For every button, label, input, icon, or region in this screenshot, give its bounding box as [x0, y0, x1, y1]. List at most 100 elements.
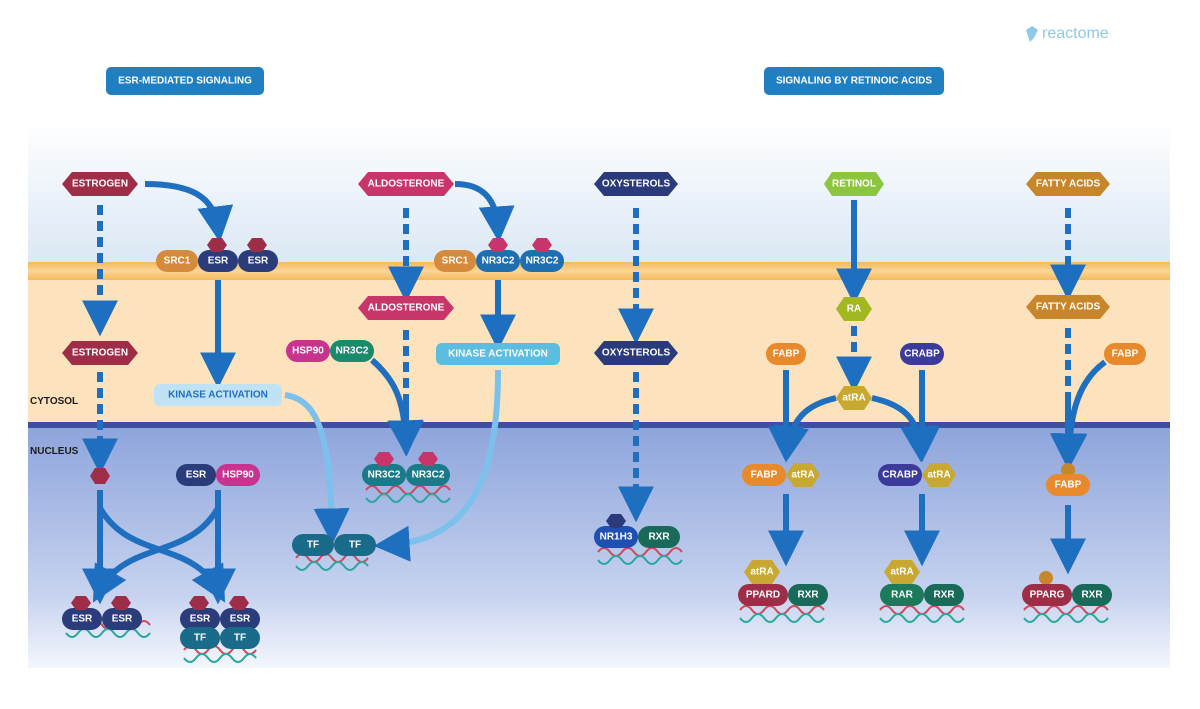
oxysterols-extracellular[interactable]: OXYSTEROLS [594, 172, 678, 196]
estrogen-nucleus-hex[interactable] [90, 468, 110, 484]
estrogen-cytosol-label: ESTROGEN [72, 348, 128, 359]
dna-pparg-b [1023, 613, 1109, 623]
nr1h3-rxr-dna[interactable]: NR1H3 RXR [594, 514, 680, 548]
reactome-logo: reactome [1026, 25, 1109, 42]
esr-label-6: ESR [190, 614, 211, 625]
hsp90-nr3c2-complex[interactable]: HSP90 NR3C2 [286, 340, 374, 362]
oxysterols-label-1: OXYSTEROLS [602, 179, 671, 190]
nucleus-label: NUCLEUS [30, 446, 79, 457]
fabp-label-3: FABP [1112, 349, 1139, 360]
fatty-acids-label-2: FATTY ACIDS [1036, 302, 1101, 313]
atra-label-4: atRA [750, 567, 773, 578]
ppard-label: PPARD [746, 590, 780, 601]
fabp-label-1: FABP [773, 349, 800, 360]
src1-label: SRC1 [164, 256, 191, 267]
aldosterone-extracellular[interactable]: ALDOSTERONE [358, 172, 454, 196]
crabp-cytosol[interactable]: CRABP [900, 343, 944, 365]
nr3c2-label-5: NR3C2 [412, 470, 445, 481]
hsp90-label-2: HSP90 [292, 346, 324, 357]
aldosterone-label-1: ALDOSTERONE [368, 179, 445, 190]
oxysterols-label-2: OXYSTEROLS [602, 348, 671, 359]
plasma-membrane [28, 262, 1170, 280]
extracellular-region [28, 120, 1170, 262]
src1-nr3c2-complex[interactable]: SRC1 NR3C2 NR3C2 [434, 238, 564, 272]
hex-i [606, 514, 626, 528]
fatty-acids-label-1: FATTY ACIDS [1036, 179, 1101, 190]
fabp-label-2: FABP [751, 470, 778, 481]
tf-dimer-dna[interactable]: TF TF [292, 534, 376, 556]
pparg-label: PPARG [1030, 590, 1065, 601]
atra-cytosol[interactable]: atRA [836, 386, 872, 410]
logo-icon [1026, 26, 1038, 42]
dna-nr3c2-b [365, 493, 451, 503]
esr-dimer-dna[interactable]: ESR ESR [62, 596, 142, 630]
hex-d [229, 596, 249, 610]
atra-ppard-rxr-dna[interactable]: atRA PPARD RXR [738, 560, 828, 606]
esr-label-4: ESR [72, 614, 93, 625]
hex-e [488, 238, 508, 252]
esr-tf-complex-dna[interactable]: ESR ESR TF TF [180, 596, 260, 649]
fabp-cytosol[interactable]: FABP [766, 343, 806, 365]
atra-label-2: atRA [791, 470, 814, 481]
oxysterols-cytosol[interactable]: OXYSTEROLS [594, 341, 678, 365]
crabp-label-1: CRABP [904, 349, 940, 360]
atra-rar-rxr-dna[interactable]: atRA RAR RXR [880, 560, 964, 606]
nuclear-envelope [28, 422, 1170, 428]
fabp-atra-complex[interactable]: FABP atRA [742, 463, 820, 487]
fatty-acids-extracellular[interactable]: FATTY ACIDS [1026, 172, 1110, 196]
arrow-kinase2-tf [373, 369, 501, 562]
estrogen-extracellular[interactable]: ESTROGEN [62, 172, 138, 196]
tf-label-1: TF [194, 633, 206, 644]
kinase-activation-label-2: KINASE ACTIVATION [448, 349, 548, 360]
fabp-fatty-acid-nucleus[interactable]: FABP [1046, 463, 1090, 496]
hex-g [374, 452, 394, 466]
esr-label-3: ESR [186, 470, 207, 481]
hex-a [71, 596, 91, 610]
dna-nr1h3-b [597, 555, 683, 565]
pathway-retinoic-acid-signaling[interactable]: SIGNALING BY RETINOIC ACIDS [764, 67, 944, 95]
fabp-label-4: FABP [1055, 480, 1082, 491]
arrow-kinase-tf [284, 392, 350, 545]
arrow-hsp90-nr3c2 [370, 357, 423, 457]
dna-ppard-b [739, 613, 825, 623]
estrogen-cytosol[interactable]: ESTROGEN [62, 341, 138, 365]
arrow-estrogen-src1 [144, 181, 234, 243]
atra-label-1: atRA [842, 393, 865, 404]
hex-b [111, 596, 131, 610]
crabp-atra-complex[interactable]: CRABP atRA [878, 463, 956, 487]
nr3c2-label-2: NR3C2 [526, 256, 559, 267]
dna-tf-b [295, 561, 369, 571]
aldosterone-cytosol[interactable]: ALDOSTERONE [358, 296, 454, 320]
pparg-rxr-dna[interactable]: PPARG RXR [1022, 571, 1112, 606]
esr-hsp90-complex[interactable]: ESR HSP90 [176, 464, 260, 486]
reaction-arrows [82, 181, 1107, 605]
hex-c [189, 596, 209, 610]
rxr-label-1: RXR [648, 532, 670, 543]
fatty-acids-cytosol[interactable]: FATTY ACIDS [1026, 295, 1110, 319]
dna-esr-tf-b [183, 653, 257, 663]
hex-h [418, 452, 438, 466]
kinase-activation-2[interactable]: KINASE ACTIVATION [436, 343, 560, 365]
hex-f [532, 238, 552, 252]
src1-esr-complex[interactable]: SRC1 ESR ESR [156, 238, 278, 272]
tf-label-3: TF [307, 540, 319, 551]
rar-label: RAR [891, 590, 913, 601]
retinol-extracellular[interactable]: RETINOL [824, 172, 884, 196]
atra-label-5: atRA [890, 567, 913, 578]
tf-label-4: TF [349, 540, 361, 551]
dna-esr-tf [183, 645, 257, 655]
pathway-esr-signaling[interactable]: ESR-MEDIATED SIGNALING [106, 67, 264, 95]
nr3c2-dimer-dna[interactable]: NR3C2 NR3C2 [362, 452, 450, 486]
kinase-activation-1[interactable]: KINASE ACTIVATION [154, 384, 282, 406]
estrogen-bound-hex-1 [207, 238, 227, 252]
estrogen-label: ESTROGEN [72, 179, 128, 190]
ra-label: RA [847, 304, 861, 315]
nr1h3-label: NR1H3 [600, 532, 633, 543]
ra-cytosol[interactable]: RA [836, 297, 872, 321]
arrow-atra-crabp [871, 395, 937, 463]
esr-label-2: ESR [248, 256, 269, 267]
estrogen-bound-hex-2 [247, 238, 267, 252]
retinol-label: RETINOL [832, 179, 876, 190]
fabp-cytosol-right[interactable]: FABP [1104, 343, 1146, 365]
